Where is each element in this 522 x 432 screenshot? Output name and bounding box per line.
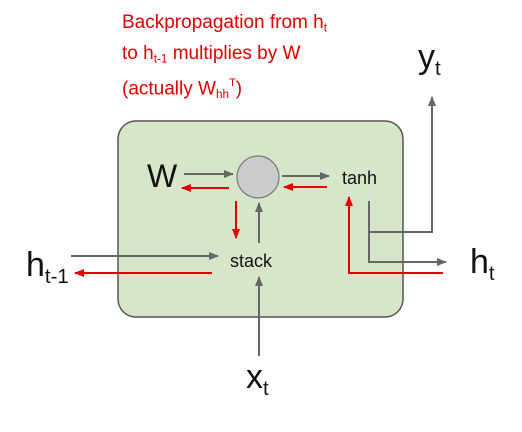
arrow-tanh-to-h-out (368, 201, 447, 266)
tanh-label: tanh (342, 168, 378, 188)
w-label: W (147, 158, 178, 194)
stack-label: stack (230, 251, 273, 271)
h-prev-label: ht-1 (26, 246, 69, 289)
backprop-annotation: Backpropagation from ht to ht-1 multipli… (122, 10, 327, 107)
x-input-label: xt (246, 358, 269, 401)
multiply-node (236, 155, 280, 199)
annotation-line-3: (actually WhhT) (122, 77, 243, 101)
h-output-label: ht (470, 243, 495, 286)
annotation-line-1: Backpropagation from ht (122, 12, 328, 35)
annotation-line-2: to ht-1 multiplies by W (122, 42, 301, 66)
arrow-tanh-to-y-out (369, 96, 436, 233)
backprop-arrow-from-h (345, 196, 443, 274)
y-output-label: yt (418, 38, 441, 81)
rnn-cell-box (117, 120, 404, 318)
